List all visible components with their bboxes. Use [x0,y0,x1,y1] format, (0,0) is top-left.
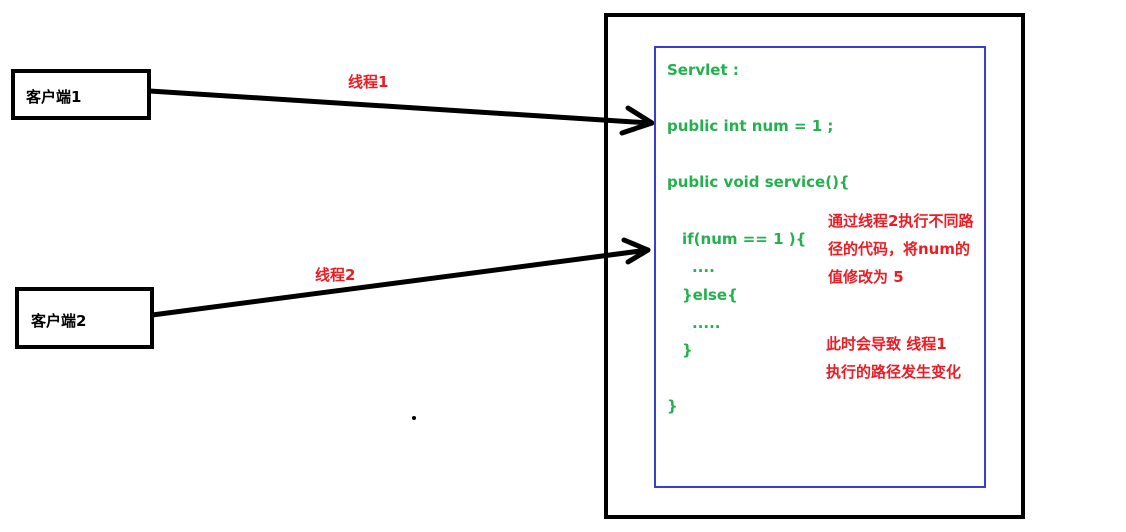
code-else-statement: }else{ [682,286,738,304]
client2-label: 客户端2 [31,312,87,330]
client1-box [11,69,151,120]
thread1-arrow-head [619,105,655,136]
note1-line1: 通过线程2执行不同路 [828,212,974,230]
code-servlet-title: Servlet : [667,61,739,79]
thread1-arrow-line [131,87,653,126]
servlet-box [654,46,986,488]
thread2-label: 线程2 [315,266,356,284]
note1-line3: 值修改为 5 [828,268,904,286]
code-field-declaration: public int num = 1 ; [667,117,834,135]
code-method-close: } [667,397,678,415]
client2-box [15,287,154,349]
note1-line2: 径的代码，将num的 [828,240,970,258]
code-if-close: } [682,341,693,359]
server-container [604,13,1025,519]
code-service-signature: public void service(){ [667,173,850,191]
thread2-arrow-line [134,247,651,320]
thread1-label: 线程1 [348,73,389,91]
code-if-statement: if(num == 1 ){ [682,230,807,248]
note2-line2: 执行的路径发生变化 [826,363,962,381]
code-if-body: .... [692,258,715,276]
stray-dot [412,416,416,420]
client1-label: 客户端1 [26,88,82,106]
thread2-arrow-head [621,237,651,265]
code-else-body: ..... [692,314,721,332]
note2-line1: 此时会导致 线程1 [826,335,947,353]
